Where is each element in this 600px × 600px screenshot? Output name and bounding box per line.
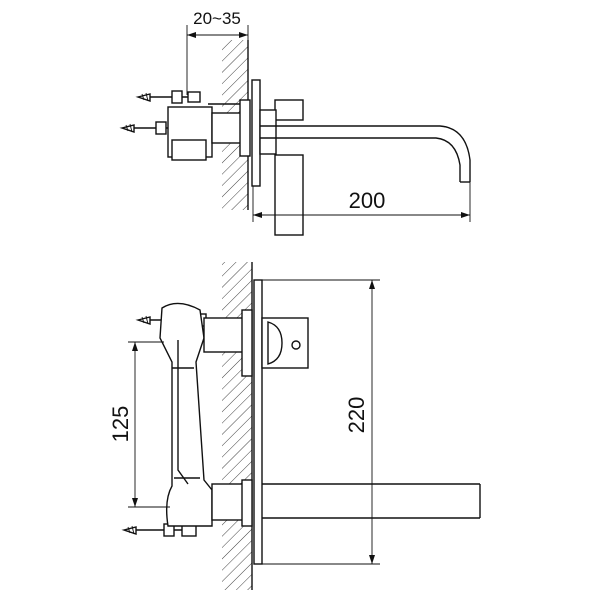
escutcheon-plate-front (253, 279, 263, 565)
handle-top (259, 99, 304, 236)
handle-spacing-dimension: 125 (108, 341, 170, 508)
spout-curve (260, 125, 471, 183)
top-view: 20~35 (119, 9, 471, 236)
valve-body-front (159, 302, 253, 527)
spout-length-label: 200 (349, 188, 386, 213)
wall-depth-label: 20~35 (193, 9, 241, 28)
wall-depth-dimension: 20~35 (186, 9, 249, 95)
escutcheon-plate-top (251, 79, 261, 187)
bottom-view: 220 125 (108, 262, 481, 590)
spout-front (262, 483, 481, 519)
spout-length-dimension: 200 (252, 182, 471, 222)
handle-spacing-label: 125 (108, 406, 133, 443)
total-height-label: 220 (344, 397, 369, 434)
screw-upper (135, 90, 201, 104)
valve-body-top (167, 99, 251, 161)
handle-front (261, 317, 309, 369)
total-height-dimension: 220 (258, 279, 380, 565)
